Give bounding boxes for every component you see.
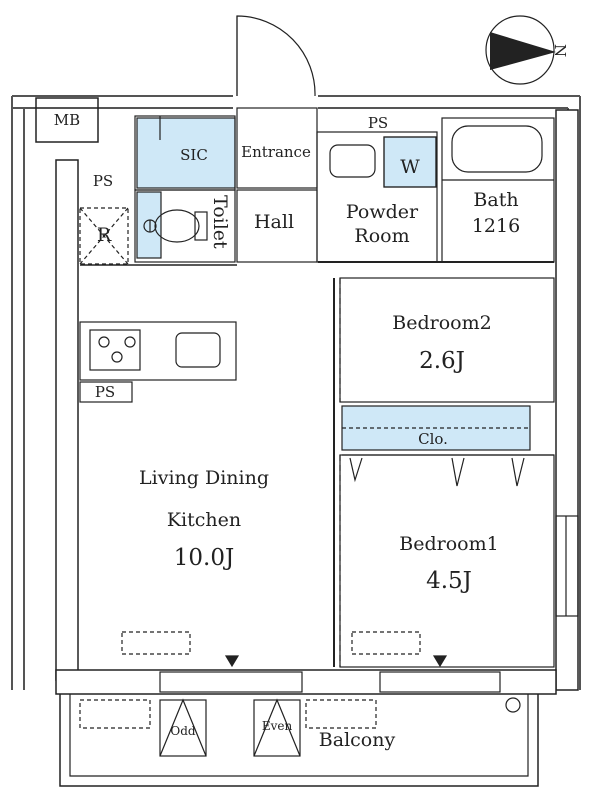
w-label: W (400, 156, 420, 178)
left-wall (55, 159, 79, 681)
toilet-bowl (154, 209, 200, 243)
compass-icon (485, 15, 556, 85)
balcony-outline (59, 694, 539, 787)
toilet-label: Toilet (209, 195, 231, 249)
bedroom1-label: Bedroom1 (399, 533, 499, 555)
entrance-label: Entrance (241, 143, 311, 161)
bath-label-2: 1216 (471, 215, 521, 237)
even-label: Even (261, 719, 293, 733)
mb-box (35, 97, 99, 143)
bottom-wall (55, 669, 557, 695)
bath-label-1: Bath (473, 189, 519, 211)
ldk-label-2: Kitchen (166, 509, 242, 531)
r-label: R (96, 224, 112, 246)
toilet-storage (136, 191, 162, 259)
odd-label: Odd (170, 724, 196, 738)
powder-label-1: Powder (345, 201, 419, 223)
hall-label: Hall (253, 211, 295, 233)
right-wall (555, 109, 579, 691)
ldk-size: 10.0J (173, 545, 235, 571)
closet-label: Clo. (418, 430, 448, 448)
w-storage (383, 136, 437, 188)
r-box (79, 207, 129, 265)
north-label: N (551, 44, 569, 58)
powder-label-2: Room (354, 225, 410, 247)
bedroom2-label: Bedroom2 (392, 312, 492, 334)
outer-wall (11, 95, 581, 690)
entrance-door (236, 15, 316, 97)
sic-label: SIC (180, 146, 208, 164)
ps-left-label: PS (92, 172, 114, 190)
mb-label: MB (53, 111, 81, 129)
kitchen-counter (79, 321, 237, 381)
ldk-label-1: Living Dining (139, 467, 269, 489)
ps-top-label: PS (367, 114, 389, 132)
bedroom2-size: 2.6J (419, 348, 465, 374)
sic-storage (136, 117, 236, 189)
ps-kitchen-label: PS (94, 383, 116, 401)
bedroom1-size: 4.5J (426, 568, 472, 594)
bathtub (451, 125, 543, 173)
balcony-label: Balcony (318, 729, 396, 751)
